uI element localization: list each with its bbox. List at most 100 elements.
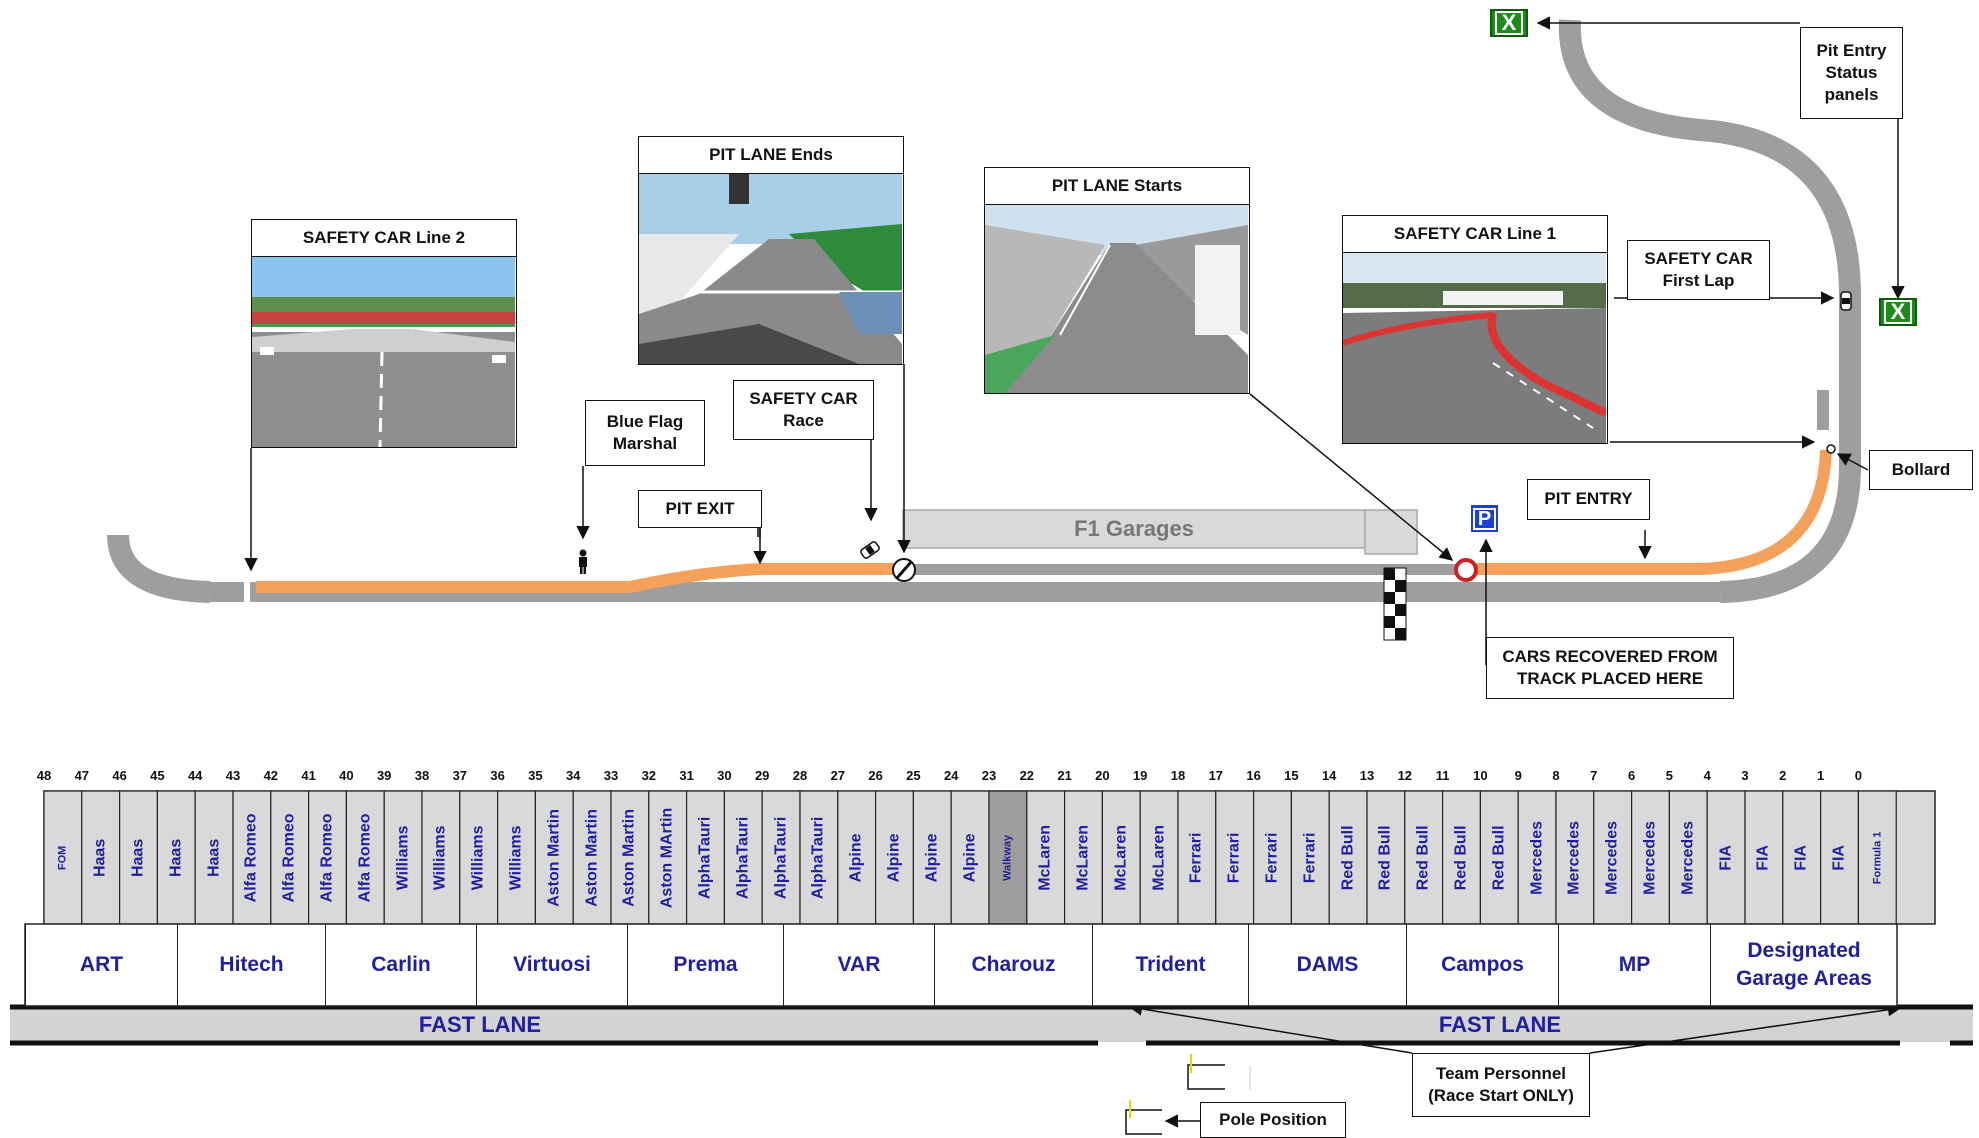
- garage-label: Mercedes: [1603, 820, 1621, 895]
- garage-number: 39: [376, 768, 392, 783]
- garage-label: Williams: [469, 825, 487, 890]
- garage-box: [1366, 790, 1406, 925]
- garage-box: [950, 790, 990, 925]
- speed-limit-sign-icon: [1454, 558, 1478, 582]
- garage-label: Formula 1: [1871, 831, 1884, 884]
- status-x: X: [1494, 11, 1524, 35]
- garage-box: [685, 790, 725, 925]
- f2-team-cell: MP: [1558, 924, 1710, 1006]
- garage-number: 5: [1665, 768, 1673, 783]
- garage-label: Alfa Romeo: [356, 813, 374, 902]
- garage-box: [497, 790, 537, 925]
- fast-lane-strip: [10, 1008, 1973, 1042]
- garage-box: [988, 790, 1028, 925]
- garage-number: 38: [414, 768, 430, 783]
- garage-label: Williams: [507, 825, 525, 890]
- pit-entry-callout: PIT ENTRY: [1527, 479, 1650, 520]
- bollard-callout: Bollard: [1869, 450, 1973, 490]
- garage-number: 34: [565, 768, 581, 783]
- garage-label: Alpine: [923, 833, 941, 882]
- callout-title: SAFETY CAR Line 1: [1343, 216, 1607, 253]
- garage-box: [1819, 790, 1859, 925]
- safety-car-icon: [860, 541, 880, 559]
- team-personnel-callout: Team Personnel (Race Start ONLY): [1412, 1053, 1590, 1117]
- garage-number: 6: [1627, 768, 1636, 783]
- garage-number: 47: [74, 768, 90, 783]
- garage-grid: [24, 790, 1936, 1007]
- garage-number: 45: [150, 768, 165, 783]
- pole-position-markers: [1125, 1054, 1251, 1135]
- garage-label: Alfa Romeo: [242, 813, 260, 902]
- garage-number: 16: [1246, 768, 1261, 783]
- safety-car-line-2-callout: SAFETY CAR Line 2: [251, 219, 517, 448]
- garage-box: [1441, 790, 1481, 925]
- f2-team-cell: Prema: [627, 924, 783, 1006]
- garage-label: AlphaTauri: [772, 816, 790, 899]
- garage-label: Williams: [394, 825, 412, 890]
- garage-number: 27: [830, 768, 846, 783]
- bollard-icon: [1826, 444, 1836, 454]
- garage-label: McLaren: [1074, 824, 1092, 891]
- garage-label: Alpine: [847, 833, 865, 882]
- garage-label: Ferrari: [1263, 832, 1281, 883]
- callout-title: PIT LANE Starts: [985, 168, 1249, 205]
- pit-status-panel-top-icon: X: [1490, 9, 1528, 37]
- track-photo: [252, 257, 515, 447]
- garage-number: 46: [112, 768, 127, 783]
- garage-number: 10: [1473, 768, 1488, 783]
- garage-number: 22: [1019, 768, 1035, 783]
- f2-team-cell: VAR: [783, 924, 934, 1006]
- track-top-curve: [1558, 19, 1862, 301]
- garage-number: 42: [263, 768, 279, 783]
- garage-number: 14: [1321, 768, 1337, 783]
- f2-team-cell: ART: [25, 924, 177, 1006]
- pit-exit-callout: PIT EXIT: [638, 490, 762, 528]
- garage-number: 19: [1132, 768, 1148, 783]
- garage-number: 30: [717, 768, 732, 783]
- garage-number: 37: [452, 768, 468, 783]
- garage-number: 9: [1514, 768, 1522, 783]
- garage-box: [118, 790, 158, 925]
- garage-box: [912, 790, 952, 925]
- garage-number: 48: [36, 768, 52, 783]
- pit-lane-starts-callout: PIT LANE Starts: [984, 167, 1250, 394]
- garage-box: [1139, 790, 1179, 925]
- pit-lane-middle: [900, 564, 1470, 575]
- garage-label: Aston Martin: [620, 808, 638, 907]
- marshal-person-icon: [579, 549, 587, 574]
- garage-number: 17: [1208, 768, 1224, 783]
- f2-team-row-frame: [24, 923, 1898, 1007]
- garage-number: 31: [679, 768, 694, 783]
- track-corner-photo: [1343, 253, 1606, 443]
- garage-label: Red Bull: [1414, 825, 1432, 890]
- status-x: X: [1883, 300, 1913, 324]
- garage-box: [1404, 790, 1444, 925]
- f2-team-cell: Carlin: [325, 924, 476, 1006]
- garage-label: Ferrari: [1301, 832, 1319, 883]
- garage-box: [1252, 790, 1292, 925]
- garage-number: 40: [339, 768, 354, 783]
- fast-lane-left-label: FAST LANE: [418, 1012, 542, 1037]
- garage-label: Haas: [129, 838, 147, 877]
- garage-box: [194, 790, 234, 925]
- garage-label: Walkway: [1001, 834, 1014, 881]
- garage-label: Haas: [205, 838, 223, 877]
- f1-garages-label: F1 Garages: [1074, 516, 1194, 541]
- garage-box: [81, 790, 121, 925]
- garage-box: [459, 790, 499, 925]
- garage-number: 11: [1435, 768, 1450, 783]
- garage-box: [1177, 790, 1217, 925]
- garage-label: Mercedes: [1565, 820, 1583, 895]
- parking-icon: P: [1471, 505, 1498, 532]
- garage-label: Red Bull: [1452, 825, 1470, 890]
- garage-label: Alfa Romeo: [318, 813, 336, 902]
- garage-label: Red Bull: [1339, 825, 1357, 890]
- safety-car-line-1-callout: SAFETY CAR Line 1: [1342, 215, 1608, 444]
- garage-label: AlphaTauri: [809, 816, 827, 899]
- pit-entry-status-panels-callout: Pit Entry Status panels: [1800, 27, 1903, 119]
- garage-label: Ferrari: [1187, 832, 1205, 883]
- garage-number: 44: [187, 768, 203, 783]
- garage-label: Haas: [91, 838, 109, 877]
